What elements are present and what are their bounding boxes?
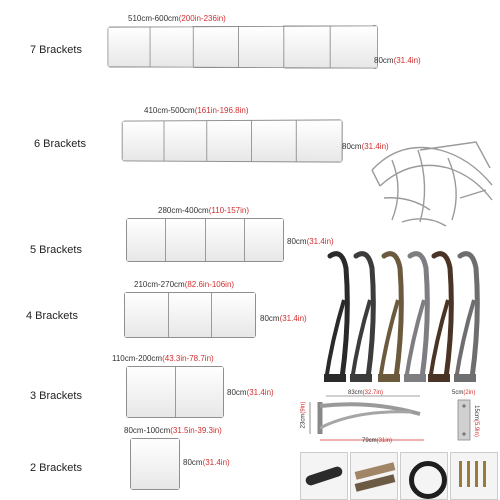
- row-label-4-brackets: 4 Brackets: [26, 310, 78, 322]
- support-bracket-4: [404, 251, 430, 382]
- mounting-plate-diagram: 5cm(2in) 15cm(5.9in): [448, 388, 498, 446]
- depth-cm: 80cm: [260, 314, 280, 323]
- canopy-6-brackets: [121, 119, 343, 163]
- canopy-4-brackets: [124, 292, 256, 338]
- depth-cm: 80cm: [183, 458, 203, 467]
- bracket-length: 83cm(32.7in): [348, 390, 384, 396]
- width-in: (31.5in-39.3in): [170, 426, 222, 435]
- width-in: (82.6in-106in): [184, 280, 235, 289]
- plate-width: 5cm(2in): [452, 390, 476, 396]
- support-bracket-2: [350, 251, 376, 382]
- depth-cm: 80cm: [287, 237, 307, 246]
- support-bracket-1: [324, 251, 350, 382]
- canopy-5-brackets: [126, 218, 284, 262]
- width-cm: 410cm-500cm: [144, 106, 195, 115]
- accessory-gutter-strip: [300, 452, 348, 500]
- depth-dimension-6: 80cm(31.4in): [342, 142, 389, 151]
- depth-in: (31.4in): [361, 142, 389, 151]
- width-cm: 280cm-400cm: [158, 206, 209, 215]
- width-in: (200in-236in): [178, 14, 226, 23]
- support-bracket-6: [454, 251, 480, 382]
- width-cm: 110cm-200cm: [112, 354, 163, 363]
- depth-dimension-3: 80cm(31.4in): [227, 388, 274, 397]
- depth-dimension-7: 80cm(31.4in): [374, 56, 421, 65]
- width-in: (161in-196.8in): [194, 106, 249, 115]
- canopy-3-brackets: [126, 366, 224, 418]
- width-cm: 80cm-100cm: [124, 426, 171, 435]
- row-label-5-brackets: 5 Brackets: [30, 244, 82, 256]
- width-in: (110-157in): [208, 206, 250, 215]
- width-in: (43.3in-78.7in): [162, 354, 214, 363]
- depth-cm: 80cm: [342, 142, 362, 151]
- width-cm: 210cm-270cm: [134, 280, 185, 289]
- depth-in: (31.4in): [279, 314, 307, 323]
- accessory-screws: [450, 452, 498, 500]
- accessory-rubber-seal: [400, 452, 448, 500]
- depth-in: (31.4in): [393, 56, 421, 65]
- canopy-2-brackets: [130, 438, 180, 490]
- plate-height: 15cm(5.9in): [472, 405, 479, 437]
- bracket-dimension-diagram: 83cm(32.7in) 23cm(9in) 79cm(31in): [300, 388, 440, 446]
- width-cm: 510cm-600cm: [128, 14, 179, 23]
- bracket-height: 23cm(9in): [300, 401, 307, 429]
- width-dimension-3: 110cm-200cm(43.3in-78.7in): [112, 354, 214, 363]
- width-dimension-7: 510cm-600cm(200in-236in): [128, 14, 226, 23]
- support-bracket-5: [428, 251, 454, 382]
- row-label-2-brackets: 2 Brackets: [30, 462, 82, 474]
- width-dimension-6: 410cm-500cm(161in-196.8in): [144, 106, 249, 115]
- canopy-7-brackets: [107, 25, 379, 69]
- bracket-span: 79cm(31in): [362, 438, 393, 444]
- row-label-7-brackets: 7 Brackets: [30, 44, 82, 56]
- row-label-3-brackets: 3 Brackets: [30, 390, 82, 402]
- depth-dimension-4: 80cm(31.4in): [260, 314, 307, 323]
- width-dimension-5: 280cm-400cm(110-157in): [158, 206, 249, 215]
- depth-cm: 80cm: [227, 388, 247, 397]
- accessory-end-caps: [350, 452, 398, 500]
- depth-in: (31.4in): [306, 237, 334, 246]
- width-dimension-2: 80cm-100cm(31.5in-39.3in): [124, 426, 222, 435]
- depth-cm: 80cm: [374, 56, 394, 65]
- depth-dimension-5: 80cm(31.4in): [287, 237, 334, 246]
- width-dimension-4: 210cm-270cm(82.6in-106in): [134, 280, 234, 289]
- depth-dimension-2: 80cm(31.4in): [183, 458, 230, 467]
- depth-in: (31.4in): [202, 458, 230, 467]
- depth-in: (31.4in): [246, 388, 274, 397]
- support-bracket-3: [378, 251, 404, 382]
- row-label-6-brackets: 6 Brackets: [34, 138, 86, 150]
